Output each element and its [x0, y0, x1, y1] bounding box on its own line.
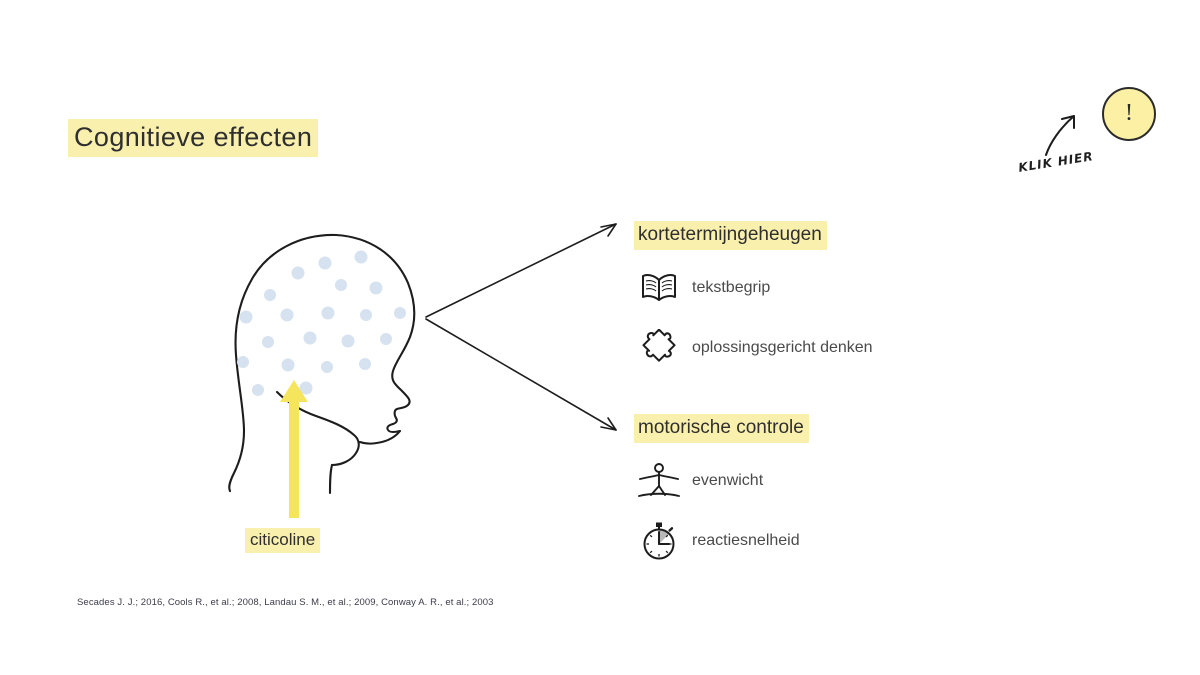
exclamation-icon: ! [1125, 100, 1133, 126]
stopwatch-icon [634, 519, 684, 563]
group-heading: kortetermijngeheugen [634, 221, 827, 250]
effect-item-oplossingsgericht-denken: oplossingsgericht denken [634, 326, 873, 370]
effect-label: tekstbegrip [692, 278, 771, 296]
effect-group-short-term-memory: kortetermijngeheugen tekstbegrip [634, 221, 873, 370]
effect-label: reactiesnelheid [692, 531, 800, 549]
connector-arrows [418, 218, 628, 443]
citicoline-arrow-icon [272, 378, 316, 518]
source-label-citicoline: citicoline [245, 528, 321, 553]
effect-item-tekstbegrip: tekstbegrip [634, 266, 873, 310]
puzzle-piece-icon [634, 326, 684, 370]
head-profile-with-dots [210, 225, 450, 495]
page-title: Cognitieve effecten [68, 119, 319, 158]
group-heading: motorische controle [634, 414, 809, 443]
tightrope-balance-icon [634, 459, 684, 503]
effect-label: evenwicht [692, 471, 764, 489]
citation-footnote: Secades J. J.; 2016, Cools R., et al.; 2… [77, 597, 494, 608]
open-book-icon [634, 266, 684, 310]
info-button[interactable]: ! [1102, 87, 1156, 141]
effect-group-motor-control: motorische controle evenwicht [634, 414, 809, 563]
effect-item-reactiesnelheid: reactiesnelheid [634, 519, 809, 563]
curved-arrow-up-right-icon [1040, 110, 1090, 158]
effect-label: oplossingsgericht denken [692, 338, 873, 356]
effect-item-evenwicht: evenwicht [634, 459, 809, 503]
